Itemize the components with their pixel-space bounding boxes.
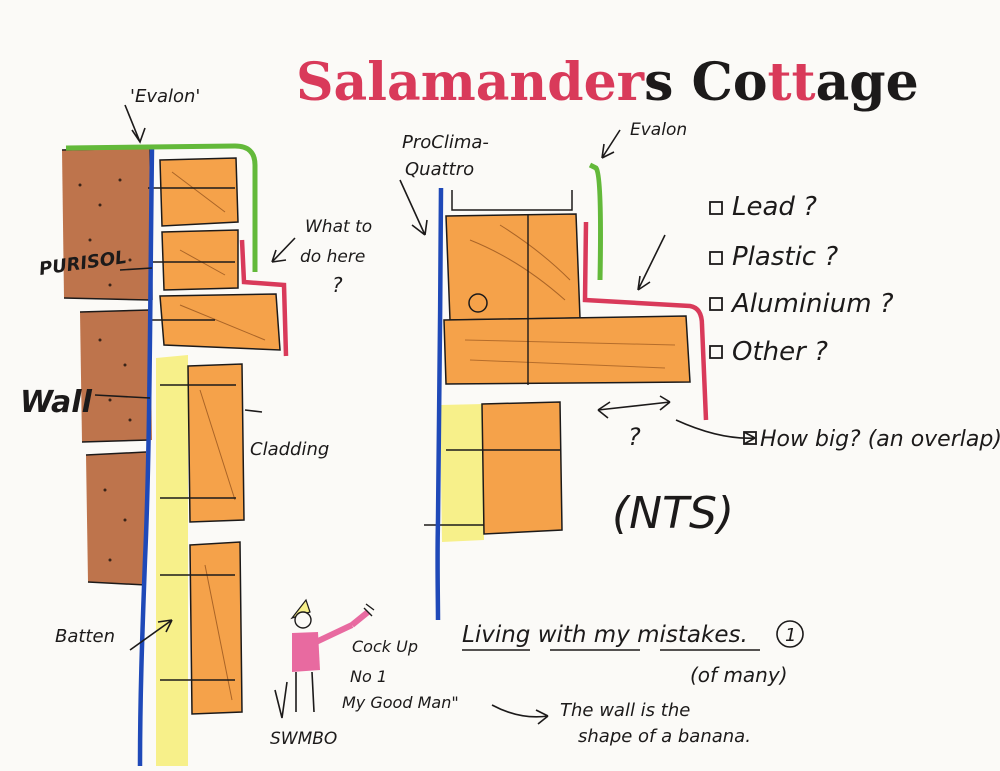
label-evalon-right: Evalon: [630, 120, 687, 140]
red-flashing-right: [582, 221, 709, 421]
label-batten: Batten: [55, 626, 115, 647]
brick-block-2: [80, 310, 152, 442]
svg-text:Salamanders Cottage: Salamanders Cottage: [296, 52, 919, 113]
living-number-circle: [776, 620, 804, 648]
label-living: Living with my mistakes.: [462, 622, 748, 648]
annotation-arrows: [94, 104, 756, 725]
red-flashing-left: [239, 239, 289, 357]
title-part-5: age: [816, 52, 919, 113]
label-what-to: What to: [305, 217, 372, 237]
title-part-4: tt: [768, 52, 816, 113]
label-banana-2: shape of a banana.: [578, 726, 751, 747]
label-proclima-2: Quattro: [405, 159, 474, 180]
cladding-board-1: [187, 363, 245, 523]
cladding-board-right: [481, 401, 563, 535]
brick-block-1: [62, 148, 152, 300]
label-nts: (NTS): [612, 488, 734, 539]
label-cladding: Cladding: [250, 439, 329, 460]
option-lead: Lead ?: [732, 192, 817, 222]
label-question-2: ?: [628, 423, 641, 451]
label-evalon-left: 'Evalon': [130, 86, 200, 107]
brick-stipple: [78, 178, 132, 562]
figure-body: [292, 632, 320, 672]
label-proclima-1: ProClima-: [402, 132, 489, 153]
label-of-many: (of many): [690, 663, 788, 687]
batten-strip: [156, 355, 188, 766]
stick-figure: [290, 598, 375, 713]
option-aluminium: Aluminium ?: [730, 289, 894, 319]
option-plastic: Plastic ?: [732, 242, 838, 272]
title-part-3: Co: [691, 52, 767, 113]
title-part-2: s: [644, 52, 691, 113]
brick-block-3: [86, 452, 146, 585]
cladding-board-2: [189, 541, 243, 715]
green-evalon-left: [65, 143, 258, 272]
label-wall: Wall: [20, 385, 93, 420]
option-checkbox-plastic: [709, 251, 723, 265]
annotation-labels: 'Evalon' PURISOL Wall What to do here ? …: [20, 86, 1000, 749]
label-good-man: My Good Man": [342, 693, 459, 712]
option-checkbox-other: [709, 345, 723, 359]
title-part-1: Salamander: [296, 52, 645, 113]
blue-membrane-left: [137, 147, 155, 767]
label-cock-up: Cock Up: [352, 637, 418, 656]
label-do-here: do here: [300, 247, 365, 267]
label-living-num: 1: [785, 625, 796, 646]
blue-membrane-right: [435, 187, 444, 621]
batten-strip-right: [440, 404, 484, 542]
label-question-1: ?: [332, 273, 343, 297]
sketch-title: Salamanders Cottage: [296, 52, 919, 113]
options-checkboxes: [709, 201, 757, 445]
label-no-1: No 1: [350, 667, 387, 686]
label-swmbo: SWMBO: [270, 729, 337, 749]
option-checkbox-aluminium: [709, 297, 723, 311]
timber-block-2: [161, 229, 239, 291]
option-checkbox-lead: [709, 201, 723, 215]
timber-block-long: [443, 315, 691, 385]
green-evalon-right: [588, 162, 603, 281]
label-banana-1: The wall is the: [560, 700, 690, 721]
option-other: Other ?: [732, 337, 828, 367]
label-how-big: How big? (an overlap): [760, 427, 1000, 452]
timber-block-upper: [445, 213, 581, 321]
left-wall-section: [61, 143, 289, 767]
right-wall-section: [424, 162, 709, 621]
how-big-checkbox: [743, 431, 757, 445]
